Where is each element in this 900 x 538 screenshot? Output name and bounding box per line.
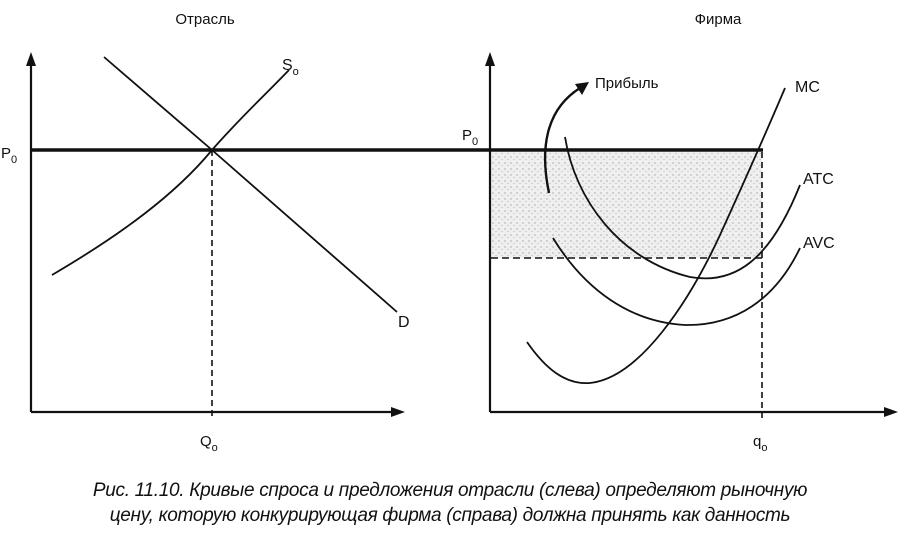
mc-curve xyxy=(526,87,786,384)
profit-pointer-arrow xyxy=(543,86,581,194)
demand-curve xyxy=(103,56,398,313)
atc-curve xyxy=(564,136,801,280)
industry-quantity-axis-arrow-icon xyxy=(391,407,405,417)
mc-label: MC xyxy=(795,79,820,96)
profit-label: Прибыль xyxy=(595,75,659,92)
supply-curve xyxy=(51,69,290,276)
industry-price-label: P0 xyxy=(1,145,17,166)
firm-price-axis-arrow-icon xyxy=(485,52,495,66)
caption-line-1: Рис. 11.10. Кривые спроса и предложения … xyxy=(92,480,808,501)
profit-area xyxy=(491,152,762,258)
demand-label: D xyxy=(398,314,410,331)
industry-price-axis-arrow-icon xyxy=(26,52,36,66)
industry-panel: Отрасль P0 So D Qo xyxy=(1,11,410,454)
industry-title: Отрасль xyxy=(175,11,234,28)
figure-caption: Рис. 11.10. Кривые спроса и предложения … xyxy=(0,478,900,528)
supply-label: So xyxy=(282,57,299,78)
profit-arrowhead-icon xyxy=(575,82,589,95)
firm-panel: Фирма P0 Прибыль MC ATC AVC qo xyxy=(462,11,898,454)
firm-quantity-label: qo xyxy=(753,433,767,454)
firm-quantity-axis-arrow-icon xyxy=(884,407,898,417)
firm-price-label: P0 xyxy=(462,127,478,148)
caption-line-2: цену, которую конкурирующая фирма (справ… xyxy=(109,505,791,526)
atc-label: ATC xyxy=(803,171,834,188)
industry-quantity-label: Qo xyxy=(200,433,218,454)
diagram-canvas: Отрасль P0 So D Qo Фирма xyxy=(1,11,898,454)
avc-label: AVC xyxy=(803,235,835,252)
firm-title: Фирма xyxy=(695,11,742,28)
avc-curve xyxy=(552,237,801,326)
